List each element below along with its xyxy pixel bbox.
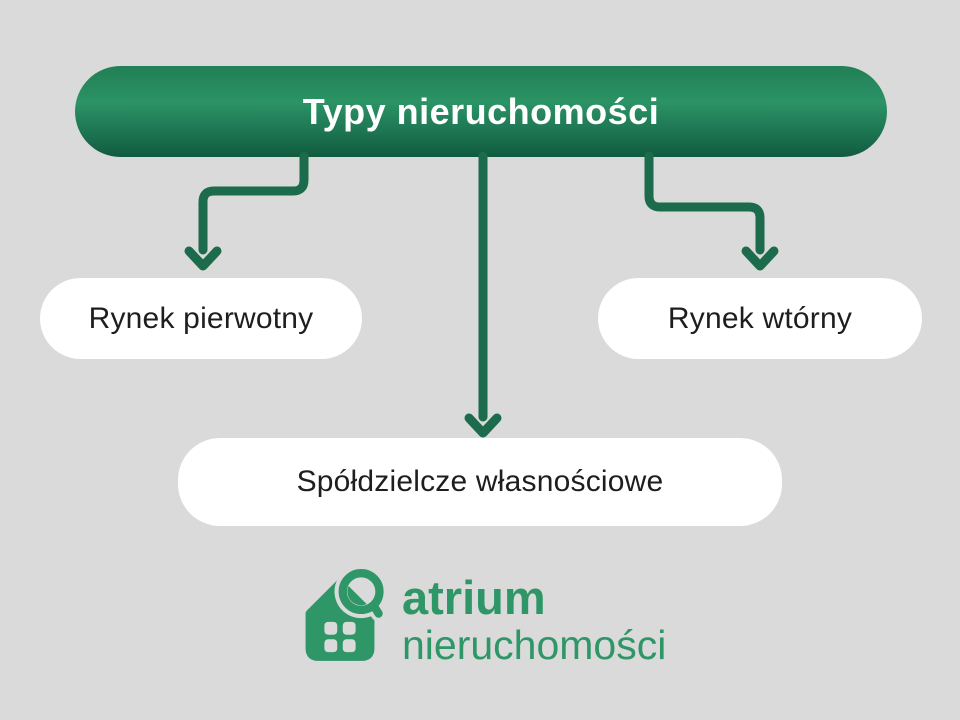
- house-magnifier-icon: [305, 569, 384, 661]
- node-spoldzielcze-wlasnosciowe: Spółdzielcze własnościowe: [178, 438, 782, 526]
- logo-brand-name: atrium: [402, 571, 546, 624]
- logo-brand-subtitle: nieruchomości: [402, 622, 667, 668]
- node-rynek-wtorny-label: Rynek wtórny: [667, 301, 853, 335]
- node-rynek-pierwotny: Rynek pierwotny: [40, 278, 362, 359]
- root-node-typy-nieruchomosci: Typy nieruchomości: [75, 66, 887, 157]
- connector-left: [184, 151, 309, 271]
- node-rynek-pierwotny-label: Rynek pierwotny: [88, 301, 314, 335]
- connector-middle: [464, 151, 502, 438]
- brand-logo: atrium nieruchomości: [294, 564, 666, 666]
- node-spoldzielcze-wlasnosciowe-label: Spółdzielcze własnościowe: [296, 465, 664, 498]
- root-node-label: Typy nieruchomości: [302, 90, 660, 132]
- node-rynek-wtorny: Rynek wtórny: [598, 278, 922, 359]
- connector-right: [644, 151, 779, 271]
- brand-logo-text: atrium nieruchomości: [402, 574, 666, 666]
